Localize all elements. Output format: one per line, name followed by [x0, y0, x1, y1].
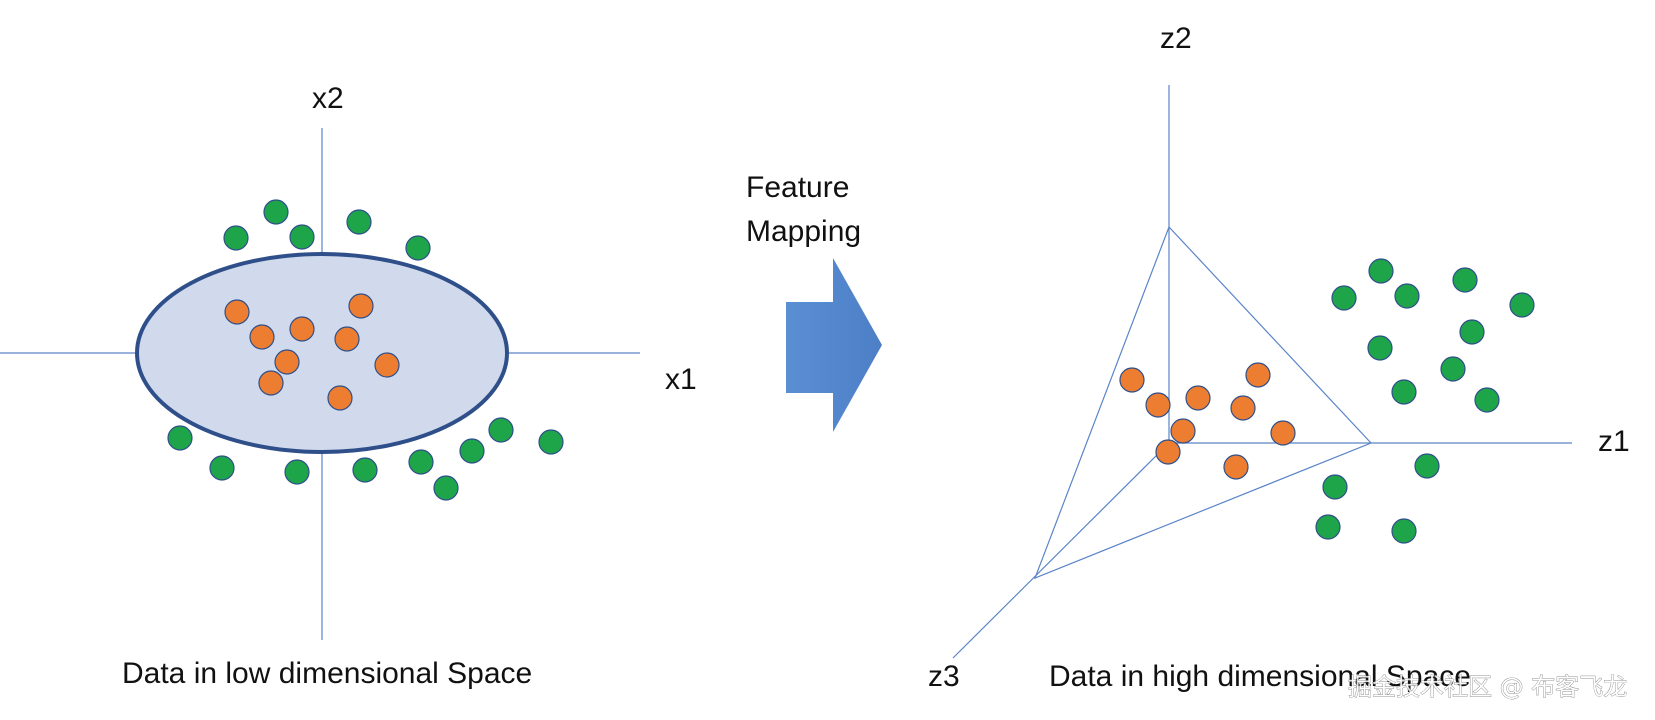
inner-class-point — [289, 316, 315, 342]
right-caption: Data in high dimensional Space — [1049, 660, 1471, 693]
high-dim-inner-class-point — [1245, 362, 1271, 388]
outer-class-point — [405, 235, 431, 261]
high-dim-inner-class-point — [1155, 439, 1181, 465]
high-dim-outer-class-point — [1452, 267, 1478, 293]
high-dim-outer-class-point — [1367, 335, 1393, 361]
inner-class-point — [334, 326, 360, 352]
outer-class-point — [538, 429, 564, 455]
high-dim-outer-class-point — [1322, 474, 1348, 500]
feature-mapping: Feature Mapping — [746, 171, 882, 432]
inner-class-point — [258, 370, 284, 396]
high-dim-outer-class-point — [1391, 379, 1417, 405]
high-dim-outer-class-point — [1509, 292, 1535, 318]
inner-class-point — [327, 385, 353, 411]
outer-class-points — [167, 199, 564, 501]
high-dim-outer-class-point — [1414, 453, 1440, 479]
outer-class-point — [346, 209, 372, 235]
outer-class-point — [209, 455, 235, 481]
outer-class-point — [167, 425, 193, 451]
high-dim-inner-class-point — [1170, 418, 1196, 444]
left-caption: Data in low dimensional Space — [122, 657, 532, 690]
feature-mapping-label-line1: Feature — [746, 171, 849, 204]
outer-class-point — [284, 459, 310, 485]
high-dim-outer-class-point — [1394, 283, 1420, 309]
outer-class-point — [352, 457, 378, 483]
x1-axis-label: x1 — [665, 363, 697, 396]
inner-class-point — [348, 293, 374, 319]
right-panel: z2 z1 z3 Data in high dimensional Space — [928, 22, 1630, 693]
outer-class-point — [459, 438, 485, 464]
outer-class-point — [263, 199, 289, 225]
watermark: 掘金技术社区 @ 布客飞龙 — [1348, 673, 1627, 701]
high-dim-outer-class-point — [1440, 356, 1466, 382]
outer-class-point — [223, 225, 249, 251]
x2-axis-label: x2 — [312, 82, 344, 115]
decision-boundary-ellipse — [135, 252, 509, 454]
z3-axis — [952, 442, 1170, 659]
z2-axis-label: z2 — [1160, 22, 1192, 55]
high-dim-inner-class-point — [1270, 420, 1296, 446]
inner-class-point — [374, 352, 400, 378]
outer-class-point — [488, 417, 514, 443]
high-dim-inner-class-point — [1119, 367, 1145, 393]
outer-class-point — [433, 475, 459, 501]
inner-class-point — [274, 349, 300, 375]
separating-plane — [1033, 225, 1373, 580]
inner-class-point — [249, 324, 275, 350]
z1-axis-label: z1 — [1598, 425, 1630, 458]
outer-class-point — [289, 224, 315, 250]
inner-class-point — [224, 299, 250, 325]
high-dim-outer-class-point — [1459, 319, 1485, 345]
high-dim-inner-class-point — [1185, 385, 1211, 411]
high-dim-inner-class-point — [1145, 392, 1171, 418]
high-dim-outer-class-point — [1474, 387, 1500, 413]
inner-class-points — [224, 293, 400, 411]
high-dim-inner-class-point — [1230, 395, 1256, 421]
outer-class-point — [408, 449, 434, 475]
high-dim-outer-class-point — [1368, 258, 1394, 284]
high-dim-inner-class-point — [1223, 454, 1249, 480]
high-dim-outer-class-point — [1315, 514, 1341, 540]
high-dim-inner-class-points — [1119, 362, 1296, 480]
high-dim-outer-class-point — [1391, 518, 1417, 544]
feature-mapping-label-line2: Mapping — [746, 215, 861, 248]
mapping-arrow-icon — [786, 258, 882, 432]
high-dim-outer-class-points — [1315, 258, 1535, 544]
z3-axis-label: z3 — [928, 660, 960, 693]
high-dim-outer-class-point — [1331, 285, 1357, 311]
left-panel: x2 x1 Data in low dimensional Space — [0, 82, 697, 690]
